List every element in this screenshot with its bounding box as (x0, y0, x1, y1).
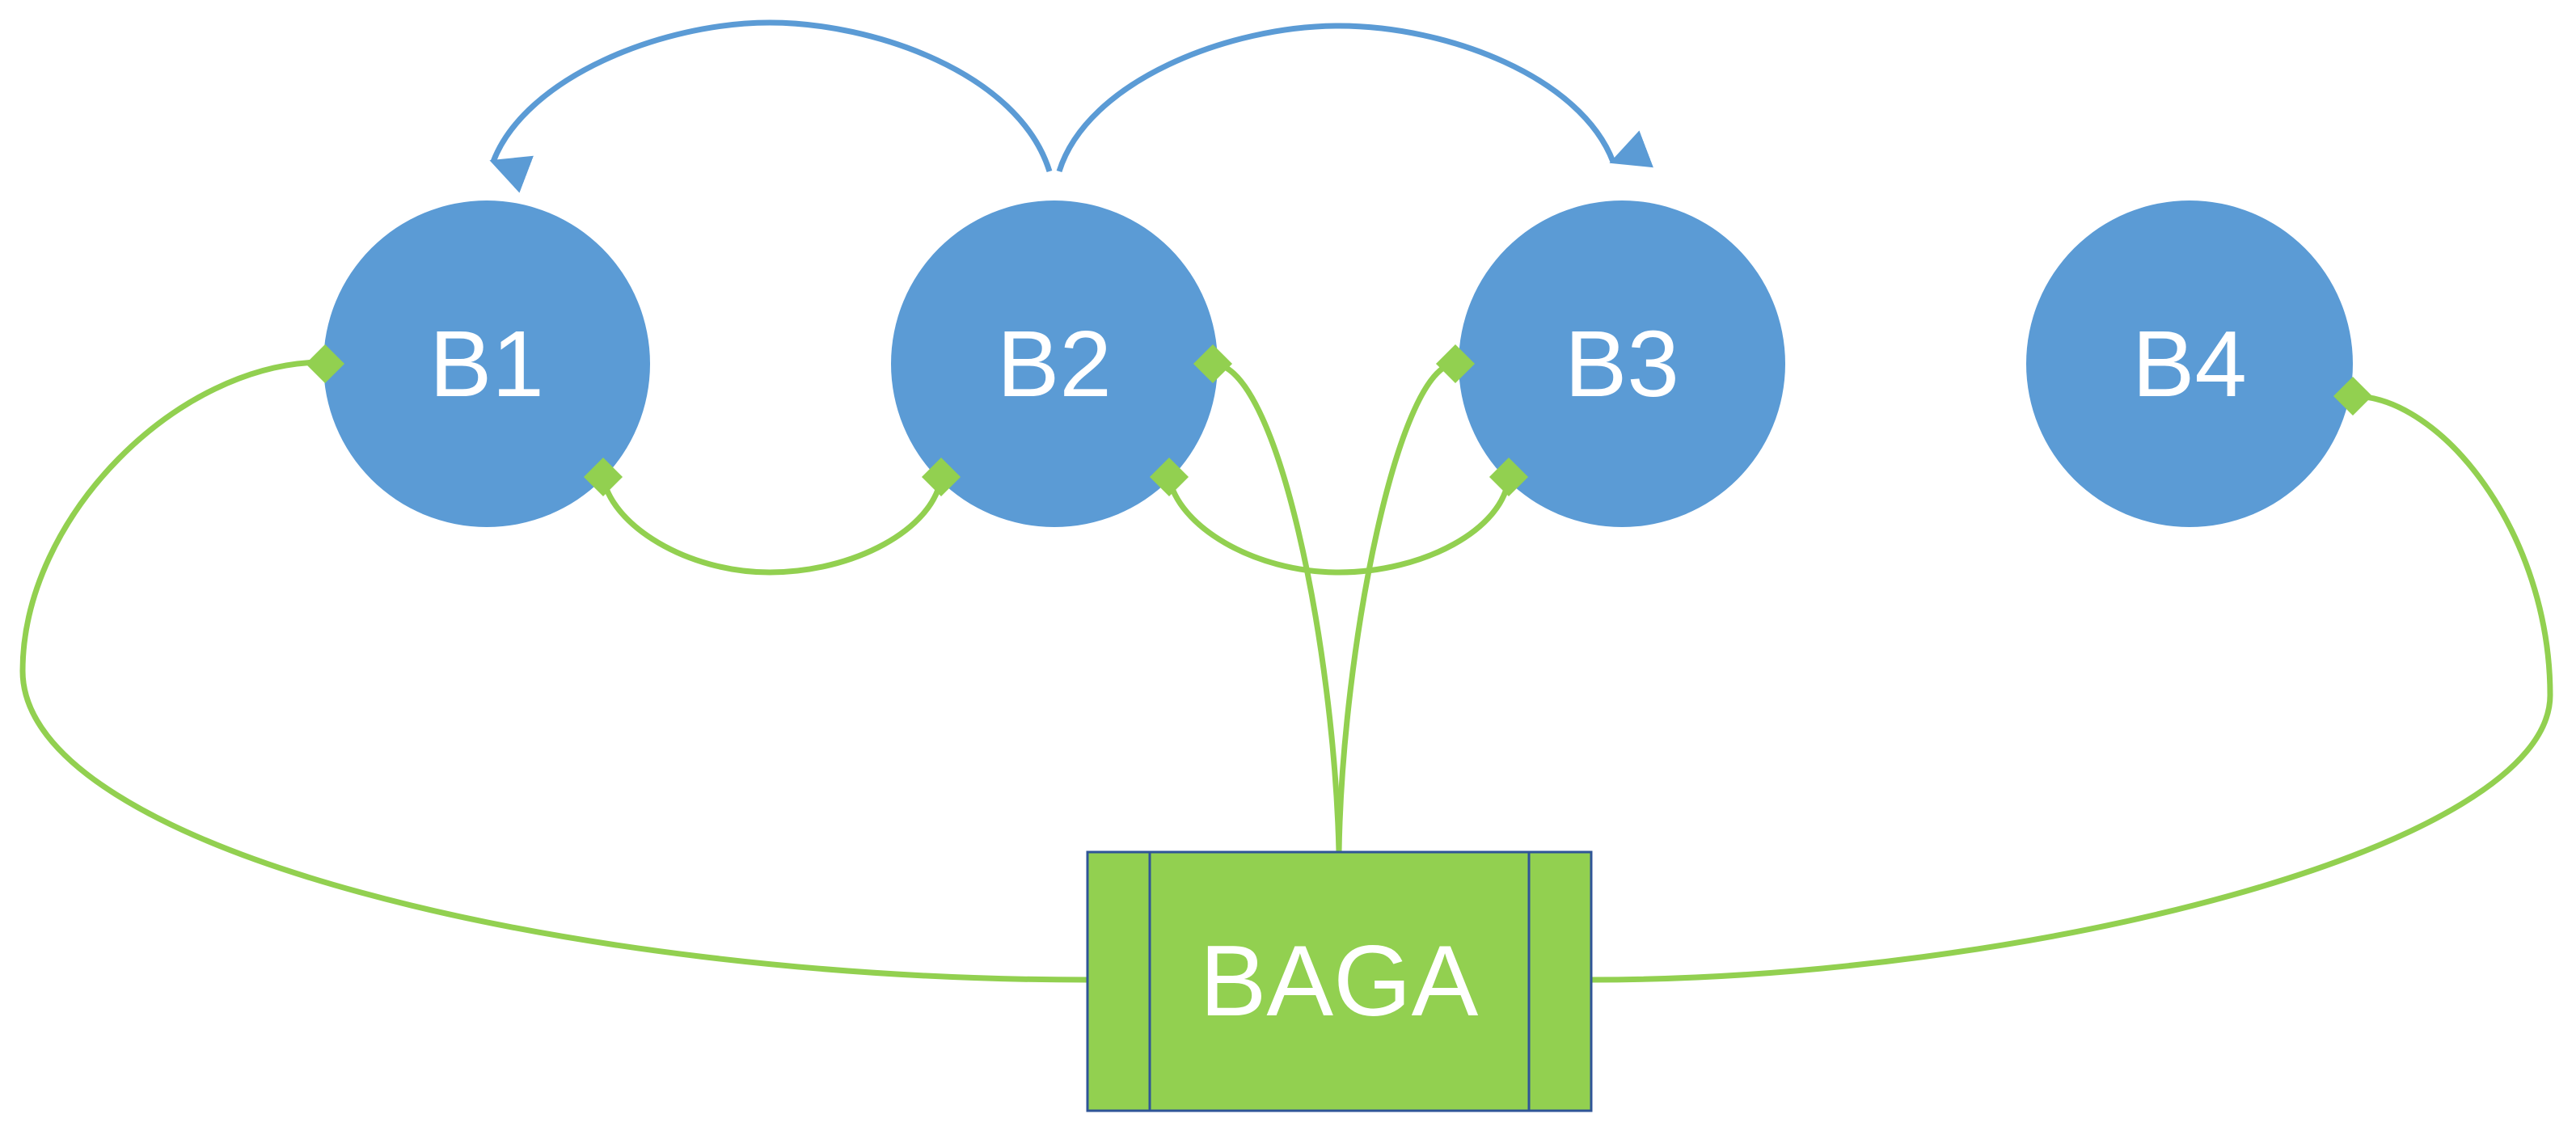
node-b4-label: B4 (2132, 311, 2247, 416)
node-b1: B1 (323, 200, 650, 527)
node-b2: B2 (891, 200, 1218, 527)
node-b3-label: B3 (1565, 311, 1679, 416)
connector-b1-bottom (583, 457, 623, 497)
baga-box: BAGA (1086, 850, 1593, 1112)
node-b1-label: B1 (429, 311, 544, 416)
edge-b1-to-b2 (600, 476, 944, 576)
baga-label: BAGA (1200, 926, 1479, 1037)
node-b4: B4 (2026, 200, 2353, 527)
node-b3: B3 (1459, 200, 1785, 527)
edge-b2-to-b1 (489, 19, 1053, 193)
edge-b2-to-b3 (1056, 23, 1653, 173)
node-b2-label: B2 (997, 311, 1112, 416)
edge-b4-to-baga (1590, 393, 2553, 983)
connector-b4-right (2333, 376, 2373, 416)
connector-b1-left (305, 344, 345, 384)
edge-b1-to-baga (19, 359, 1088, 983)
edge-b2-to-baga (1212, 361, 1342, 853)
edge-b3-to-baga (1336, 361, 1456, 853)
edge-b2-to-b3-lower (1166, 476, 1512, 576)
